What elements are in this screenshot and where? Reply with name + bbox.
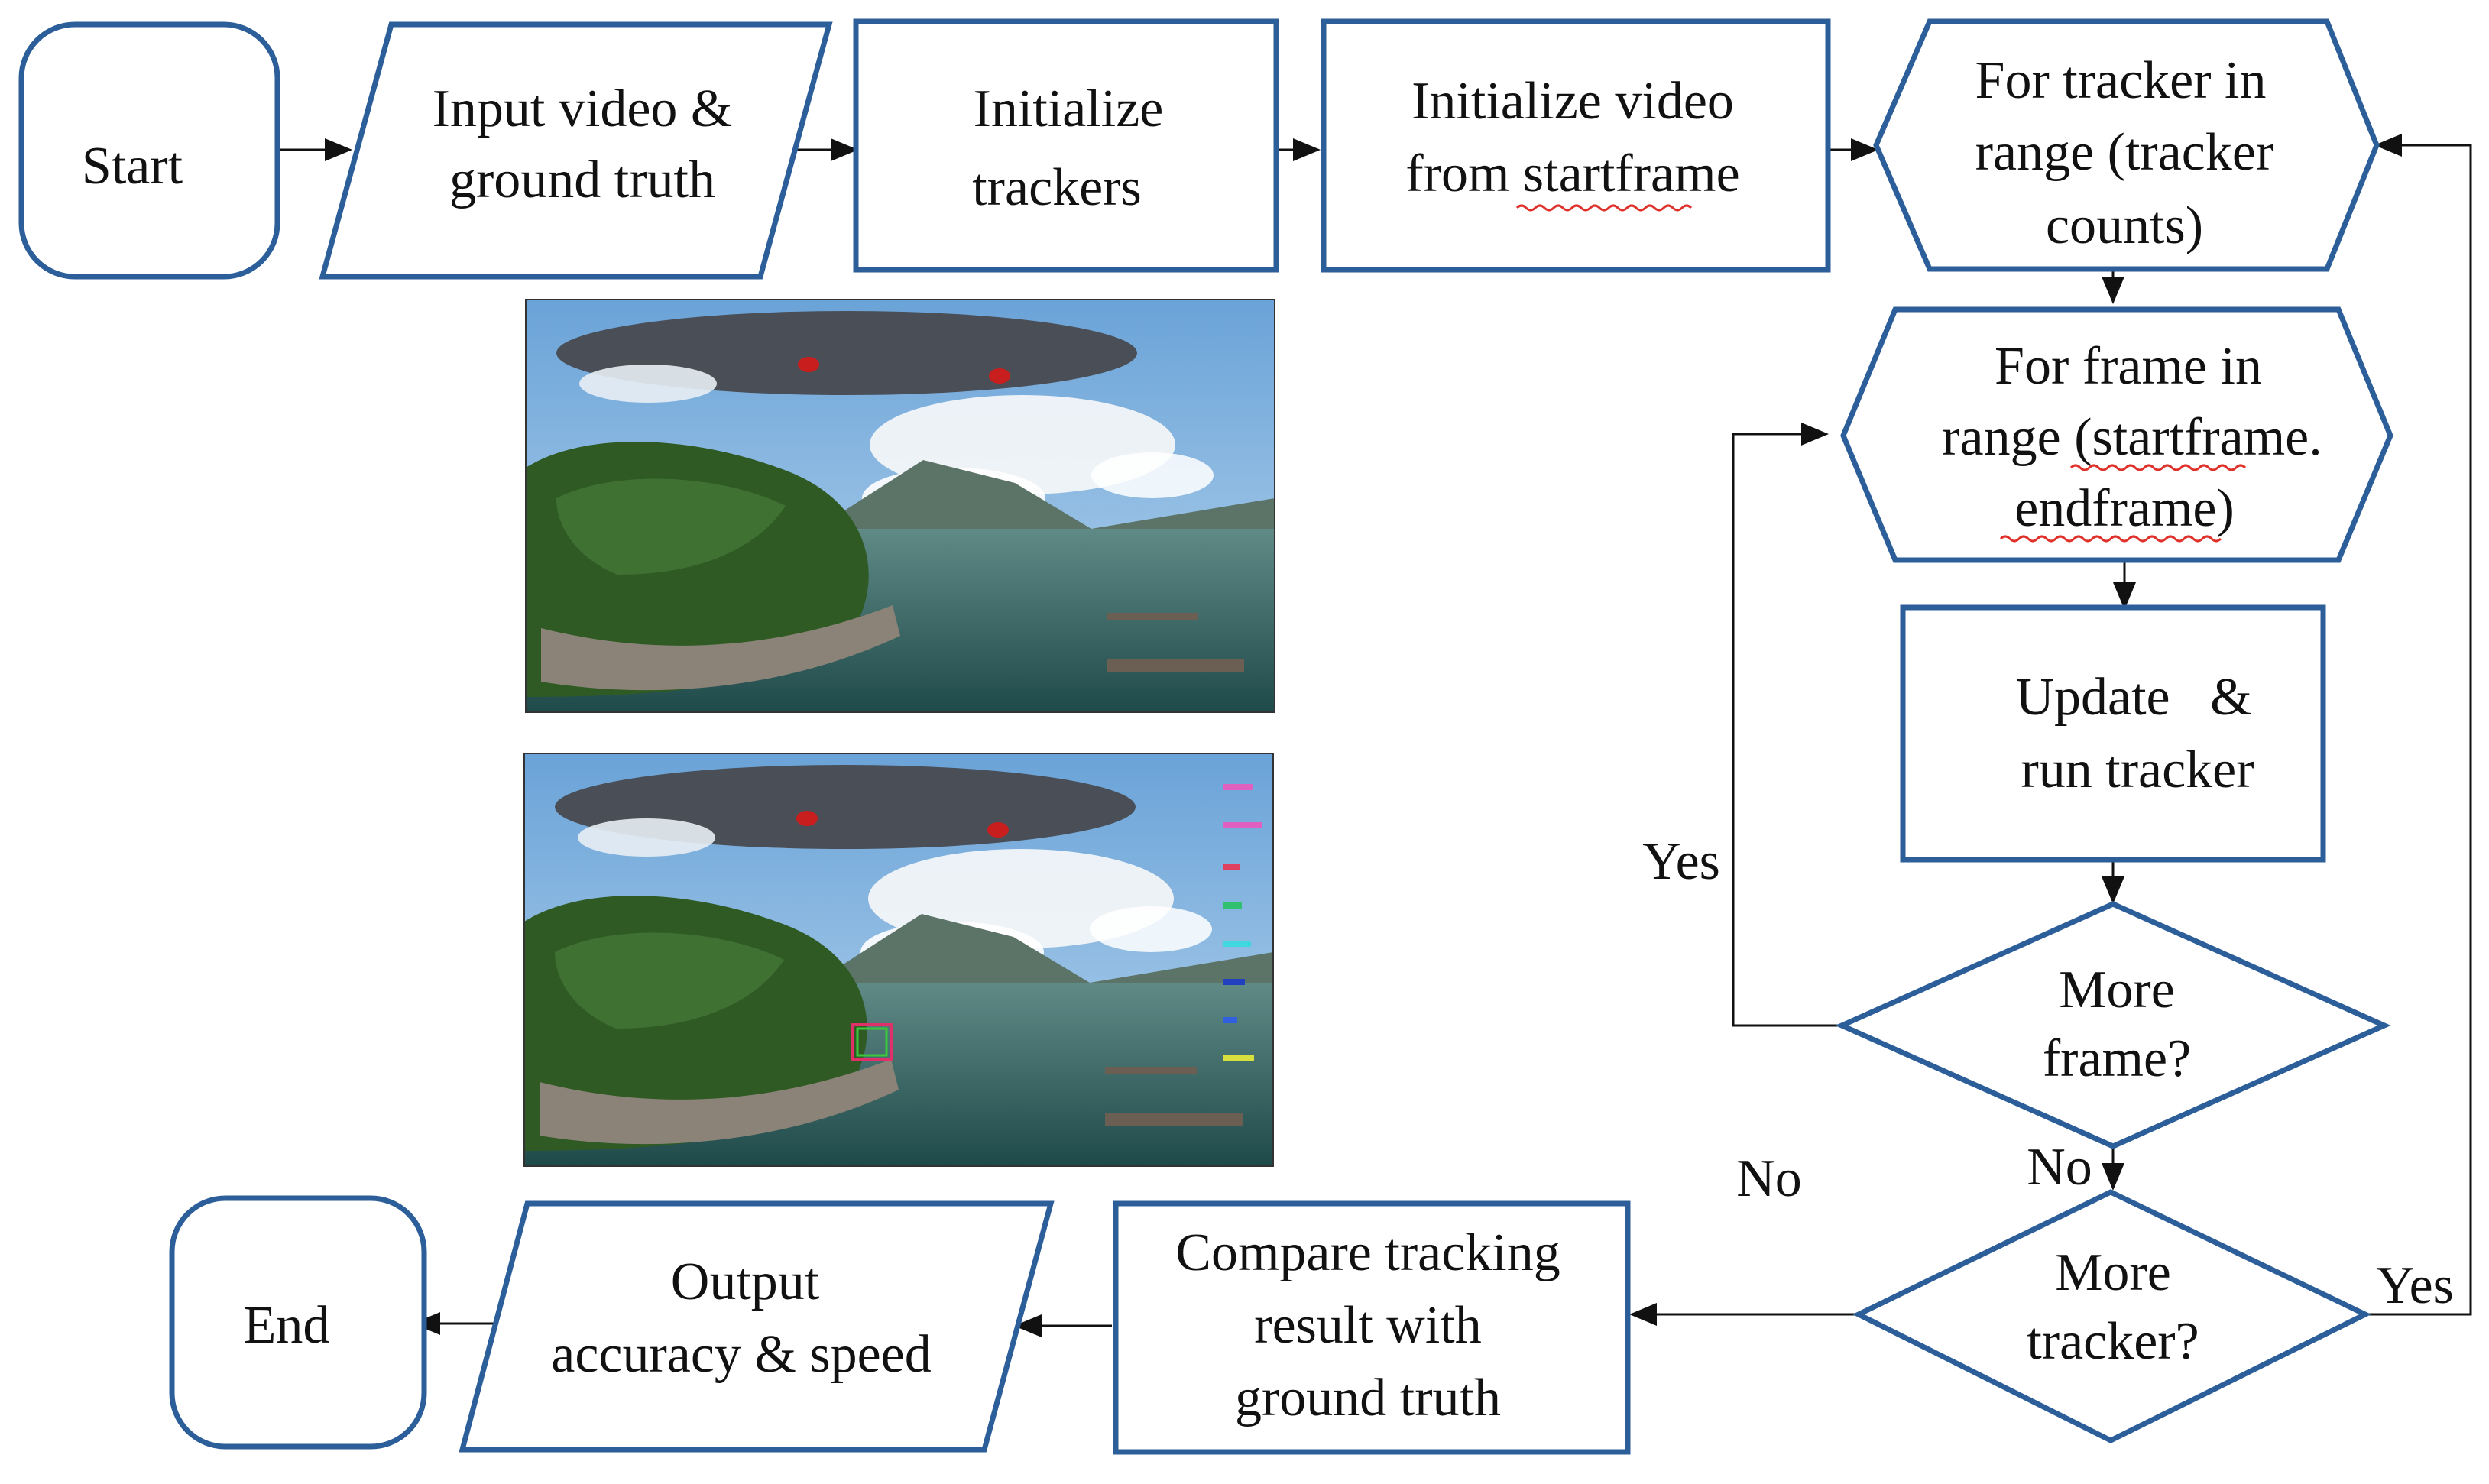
init-trackers-node: Initialize trackers <box>853 18 1279 273</box>
init-video-line-2: from startframe <box>1405 144 1739 203</box>
input-node: Input video & ground truth <box>319 21 833 280</box>
init-video-line-1: Initialize video <box>1411 72 1734 131</box>
compare-line-2: result with <box>1254 1296 1481 1355</box>
video-frame-image-top <box>525 299 1275 713</box>
more-frame-line-2: frame? <box>2043 1029 2191 1088</box>
compare-line-3: ground truth <box>1235 1369 1501 1427</box>
output-line-1: Output <box>671 1252 820 1311</box>
connectors <box>277 134 2472 1337</box>
ground-truth-bounding-box <box>856 1027 888 1057</box>
init-trackers-line-2: trackers <box>972 158 1142 217</box>
end-node: End <box>169 1195 427 1450</box>
spell-underline <box>2069 464 2247 471</box>
loop-frame-node: For frame in range (startframe. endframe… <box>1840 306 2393 563</box>
loop-frame-line-3: endframe) <box>2014 479 2235 538</box>
update-node: Update & run tracker <box>1900 604 2326 863</box>
edge-moreframe-yes-loop <box>1732 423 1842 1027</box>
video-frame-image-bottom <box>523 753 1274 1167</box>
spell-underline <box>1999 535 2222 543</box>
compare-line-1: Compare tracking <box>1175 1223 1560 1282</box>
loop-frame-line-2: range (startframe. <box>1942 408 2322 467</box>
loop-tracker-node: For tracker in range (tracker counts) <box>1873 18 2380 272</box>
yes-frame-label: Yes <box>1642 832 1720 891</box>
yes-tracker-label: Yes <box>2376 1256 2454 1315</box>
output-node: Output accuracy & speed <box>459 1200 1055 1453</box>
more-tracker-line-2: tracker? <box>2027 1312 2199 1371</box>
update-line-1: Update & <box>2015 668 2251 727</box>
compare-node: Compare tracking result with ground trut… <box>1113 1200 1631 1455</box>
output-line-2: accuracy & speed <box>551 1325 932 1384</box>
loop-tracker-line-2: range (tracker <box>1975 123 2274 182</box>
more-tracker-line-1: More <box>2055 1243 2171 1302</box>
loop-tracker-line-1: For tracker in <box>1975 51 2267 110</box>
spell-underline <box>1515 204 1693 212</box>
tracker-bounding-box <box>851 1023 893 1061</box>
no-tracker-label: No <box>1736 1149 1802 1208</box>
loop-frame-line-1: For frame in <box>1995 337 2262 396</box>
more-frame-line-1: More <box>2059 961 2175 1019</box>
no-frame-label: No <box>2027 1138 2092 1197</box>
input-line-2: ground truth <box>449 151 715 209</box>
tracker-legend <box>1223 784 1262 1061</box>
init-video-node: Initialize video from startframe <box>1321 18 1831 273</box>
edge-moretracker-yes-loop <box>2365 134 2472 1316</box>
more-tracker-decision: More tracker? <box>1852 1189 2371 1443</box>
init-trackers-line-1: Initialize <box>974 79 1164 138</box>
more-frame-decision: More frame? <box>1835 901 2391 1149</box>
input-line-1: Input video & <box>433 79 733 138</box>
start-label: Start <box>82 137 183 196</box>
start-node: Start <box>18 21 280 280</box>
loop-tracker-line-3: counts) <box>2046 196 2203 255</box>
update-line-2: run tracker <box>2021 740 2254 799</box>
end-label: End <box>244 1296 330 1355</box>
